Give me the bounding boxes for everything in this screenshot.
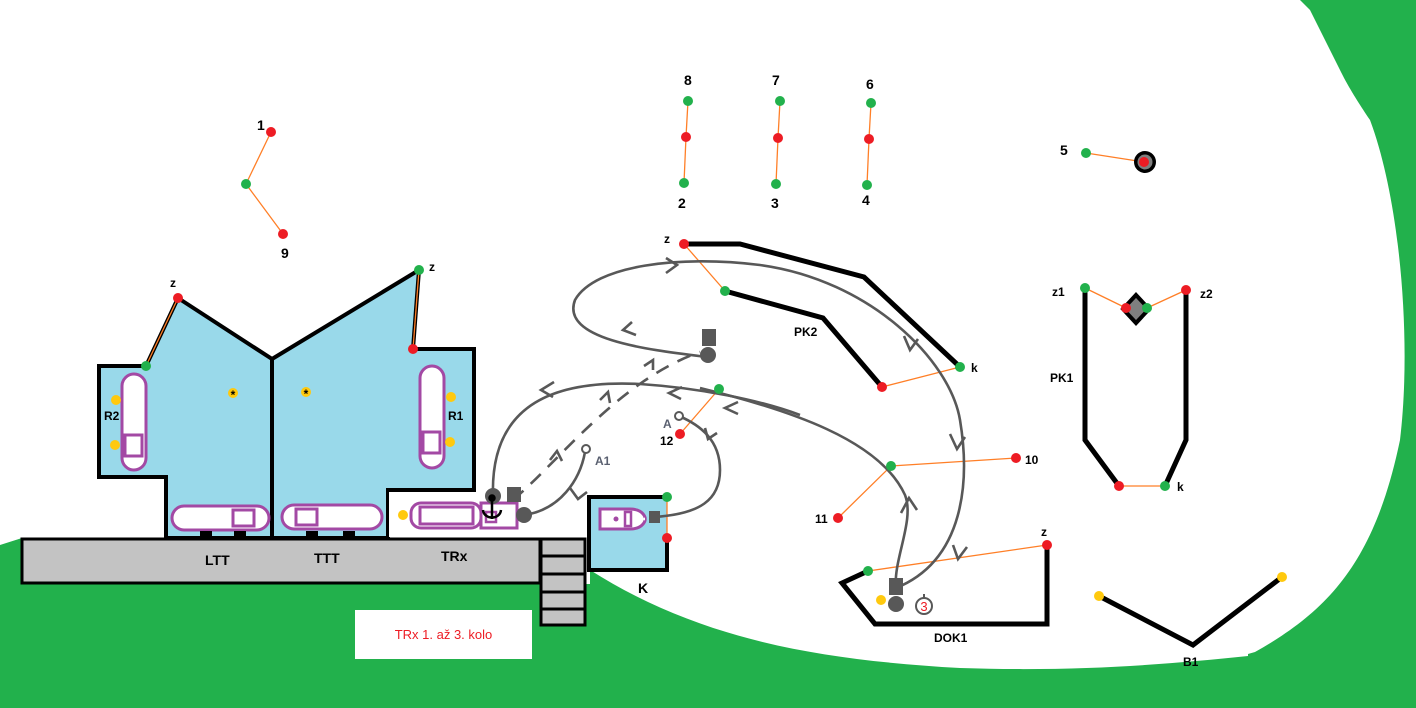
vessel-r1 [418,364,446,470]
pk1-right-wall [1162,290,1189,488]
gate-label-8: 8 [684,72,692,88]
route-trx-loop [491,382,801,497]
gate-label-1: 1 [257,117,265,133]
round-note: TRx 1. až 3. kolo [355,610,532,659]
gate-label-7: 7 [772,72,780,88]
pk2-inner-wall [724,288,884,389]
anchor-icon [481,494,503,519]
gate-label-2: 2 [678,195,686,211]
label-ltt: LTT [205,552,230,568]
label-r1: R1 [448,409,464,423]
label-dok1: DOK1 [934,631,968,645]
label-pk2: PK2 [794,325,818,339]
gate-label-4: 4 [862,192,870,208]
start-dot-dok [888,596,904,612]
label-pk2-z: z [664,232,670,246]
label-k: K [638,580,648,596]
gate-label-3: 3 [771,195,779,211]
label-pk1-k: k [1177,480,1184,494]
vessel-trx [409,501,519,530]
vessel-k [598,507,647,531]
route-arrows [538,256,969,562]
gate-label-9: 9 [281,245,289,261]
gate-label-6: 6 [866,76,874,92]
label-z-right: z [429,260,435,274]
start-positions [485,329,904,612]
label-dok1-z: z [1041,525,1047,539]
star-mark-right: * [304,387,309,401]
label-ttt: TTT [314,550,340,566]
stairs [539,537,587,627]
label-pk1-z2: z2 [1200,287,1213,301]
label-pk1-z1: z1 [1052,285,1065,299]
star-mark-left: * [231,388,236,402]
round-note-text: TRx 1. až 3. kolo [394,627,493,642]
gate-links [145,100,1187,572]
anchor-marker-a1 [581,444,591,454]
route-dashed [512,350,701,501]
label-trx: TRx [441,548,468,564]
buoys-red [173,127,1191,550]
buoys-green [141,96,1170,576]
routes [491,260,966,590]
buoys-yellow [110,387,1287,605]
dok-badge-number: 3 [920,599,927,614]
anchor-marker-a [674,411,684,421]
label-anchor-a1: A1 [595,454,611,468]
label-z-left: z [170,276,176,290]
start-box-trx [507,487,521,502]
pk1-left-wall [1082,288,1122,488]
label-pk1: PK1 [1050,371,1074,385]
route-dok-to-pk2-top [699,386,909,589]
label-r2: R2 [104,409,120,423]
start-box-k [649,511,660,523]
gate-label-12: 12 [660,434,674,448]
gate-label-10: 10 [1025,453,1039,467]
route-k [653,414,722,519]
vessel-ltt [170,504,271,536]
dok1-wall [838,545,1050,627]
start-box-pk2 [702,329,716,346]
dok-badge [915,594,933,615]
label-pk2-k: k [971,361,978,375]
label-anchor-a: A [663,417,672,431]
gate-label-11: 11 [815,512,828,526]
label-b1: B1 [1183,655,1199,669]
b1-boom [1097,575,1284,648]
vessel-ttt [280,503,384,536]
start-dot-pk2 [700,347,716,363]
quay [20,537,542,585]
start-box-dok [889,578,903,595]
gate-label-5: 5 [1060,142,1068,158]
start-dot-trx-2 [516,507,532,523]
route-a1 [523,451,587,517]
vessel-r2 [120,372,148,472]
pk2-outer-wall [684,241,962,369]
route-top-loop [572,260,966,590]
